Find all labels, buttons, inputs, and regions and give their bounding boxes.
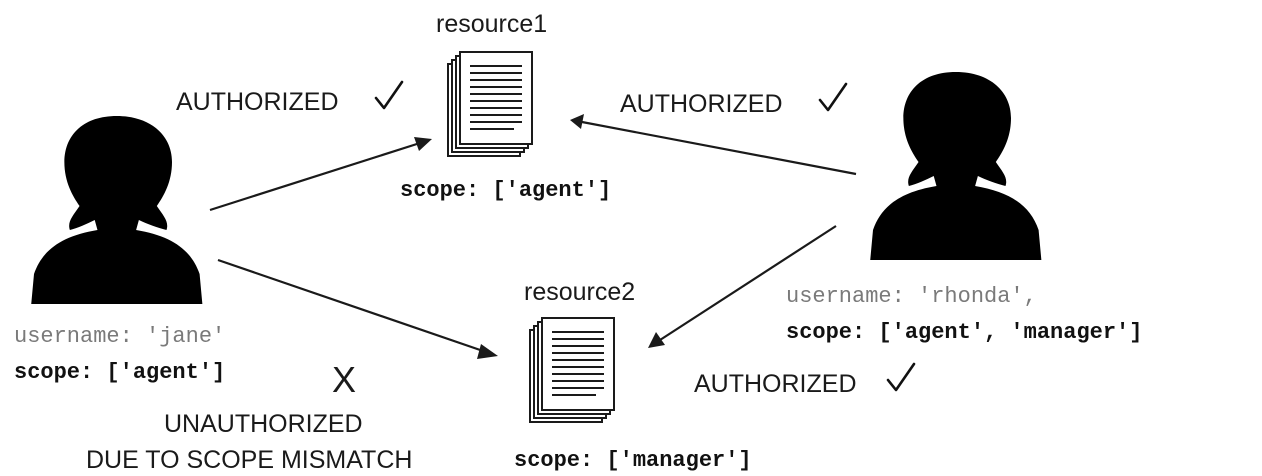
- resource2-document-stack-icon: [529, 317, 615, 423]
- rhonda-username: username: 'rhonda',: [786, 284, 1037, 309]
- jane-resource2-status-line2: DUE TO SCOPE MISMATCH: [86, 446, 412, 474]
- user-jane-avatar-icon: [31, 116, 203, 304]
- resource2-scope: scope: ['manager']: [514, 448, 752, 473]
- user-rhonda-avatar-icon: [870, 72, 1042, 260]
- jane-scope: scope: ['agent']: [14, 360, 225, 385]
- check-icon: [886, 362, 916, 392]
- arrow-jane-to-resource1: [209, 137, 432, 212]
- check-icon: [374, 80, 404, 110]
- resource2-name: resource2: [524, 278, 635, 306]
- rhonda-resource2-status-label: AUTHORIZED: [694, 370, 857, 398]
- arrow-rhonda-to-resource2: [648, 225, 837, 348]
- resource1-document-stack-icon: [447, 51, 533, 157]
- resource1-name: resource1: [436, 10, 547, 38]
- jane-resource2-status-line1: UNAUTHORIZED: [164, 410, 363, 438]
- jane-resource1-status-label: AUTHORIZED: [176, 88, 339, 116]
- x-mark-icon: X: [332, 359, 356, 400]
- arrow-rhonda-to-resource1: [570, 114, 857, 176]
- resource1-scope: scope: ['agent']: [400, 178, 611, 203]
- jane-username: username: 'jane': [14, 324, 225, 349]
- arrow-jane-to-resource2: [217, 258, 498, 359]
- rhonda-resource1-status-label: AUTHORIZED: [620, 90, 783, 118]
- check-icon: [818, 82, 848, 112]
- rhonda-scope: scope: ['agent', 'manager']: [786, 320, 1142, 345]
